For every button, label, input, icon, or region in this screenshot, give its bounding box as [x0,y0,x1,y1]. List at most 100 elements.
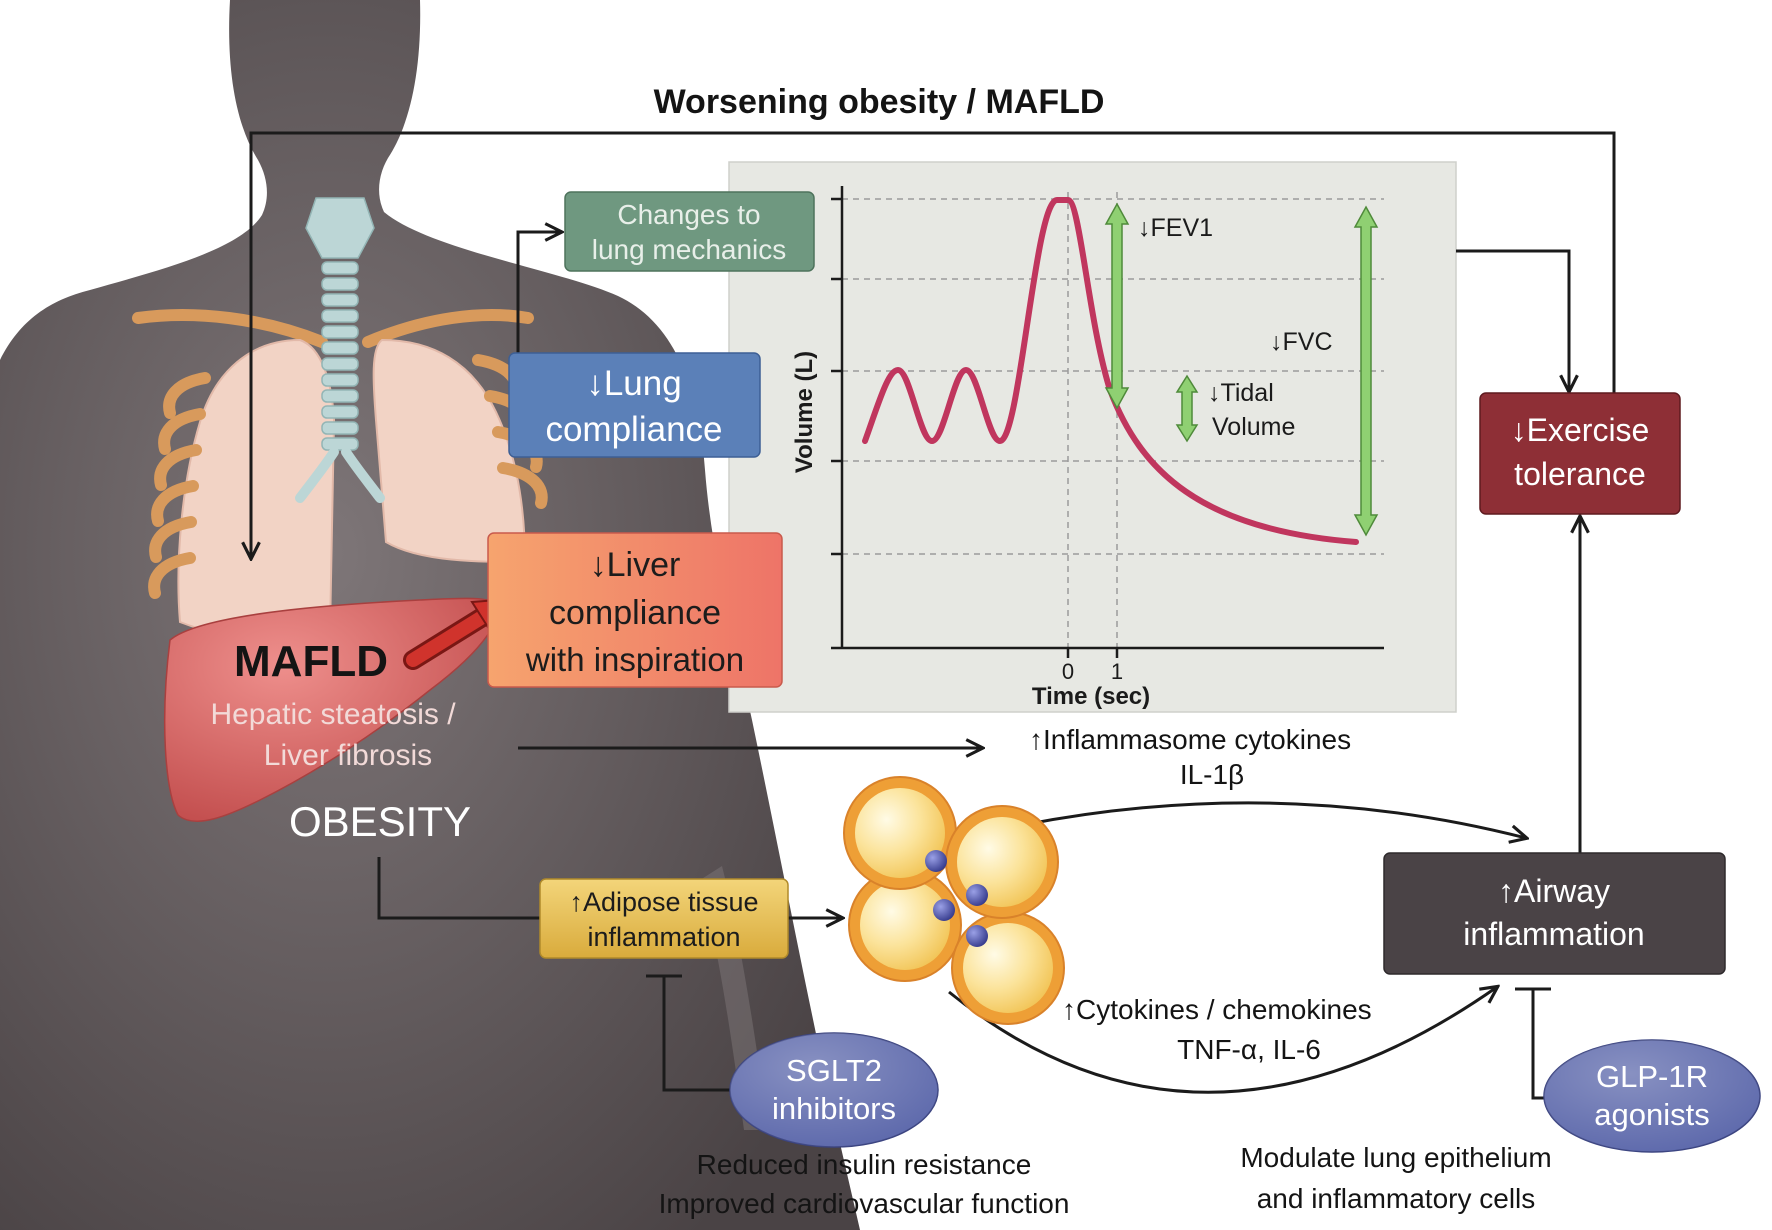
glp1-effect-1: Modulate lung epithelium [1240,1142,1551,1173]
airway-line-2: inflammation [1463,916,1644,952]
exercise-line-1: ↓Exercise [1511,412,1650,448]
adipocyte-cluster [843,776,1065,1025]
right-clavicle [362,309,534,348]
sglt2-ellipse-shine [730,1033,938,1147]
inflammasome-label: ↑Inflammasome cytokines [1029,724,1351,755]
rib [148,552,196,599]
lung-compliance-line-2: compliance [545,410,722,449]
glp1-effect-2: and inflammatory cells [1257,1183,1536,1214]
trachea-ring [321,373,359,387]
sglt2-inhibitors-ellipse: SGLT2 inhibitors [729,1032,939,1148]
left-ribs [148,372,211,599]
glp1r-agonists-ellipse: GLP-1R agonists [1543,1039,1761,1153]
trachea-ring [321,309,359,323]
trachea-ring [321,325,359,339]
spirometry-panel: 0 1 Time (sec) Volume (L) ↓FEV1 ↓Tidal V… [728,161,1457,713]
lung-mechanics-line-1: Changes to [617,199,760,230]
cytokine-curved-arrow [948,987,1497,1094]
rib [497,462,548,509]
lung-mechanics-box-bg [564,191,815,272]
rib [154,444,202,491]
glp1-line-1: GLP-1R [1596,1059,1708,1094]
adipose-inflammation-box-bg [539,878,789,959]
hepatic-steatosis-label: Hepatic steatosis / [210,698,456,731]
lung-compliance-line-1: ↓Lung [586,364,681,403]
rib [151,480,199,527]
rib [163,372,211,419]
cytokines-label: ↑Cytokines / chemokines [1062,994,1372,1025]
adipose-line-2: inflammation [587,922,740,952]
adipose-inflammation-box: ↑Adipose tissue inflammation [539,878,789,959]
obesity-label: OBESITY [289,798,471,845]
trachea-ring [321,421,359,435]
spirometry-to-exercise-arrow [1456,249,1569,391]
compliance-to-mechanics-arrow [516,232,561,353]
airway-line-1: ↑Airway [1498,873,1610,909]
fvc-label: ↓FVC [1270,328,1333,356]
glp1-ellipse-shine [1544,1040,1760,1152]
trachea-ring [321,389,359,403]
airway-inflammation-box-bg [1383,852,1726,975]
trachea-ring [321,437,359,451]
glp1-line-2: agonists [1594,1097,1709,1132]
liver-compliance-line-2: compliance [549,594,721,632]
lung-compliance-box: ↓Lung compliance [508,352,761,458]
adipocyte-nucleus [933,899,955,921]
spirometry-background [728,161,1457,713]
x-tick-label-1: 1 [1111,659,1123,684]
fvc-arrow [1353,205,1379,537]
sglt2-inhibition-line [662,976,730,1092]
mafld-label: MAFLD [234,637,388,686]
liver-fibrosis-label: Liver fibrosis [264,739,432,772]
airway-inflammation-box: ↑Airway inflammation [1383,852,1726,975]
x-axis-label: Time (sec) [1032,683,1150,710]
adipose-line-1: ↑Adipose tissue [569,887,758,917]
tidal-label: ↓Tidal [1208,379,1274,407]
exercise-line-2: tolerance [1514,456,1646,492]
diagram-title: Worsening obesity / MAFLD [654,83,1105,121]
x-tick-label-0: 0 [1062,659,1074,684]
spirometry-curve [862,197,1359,545]
left-clavicle [132,309,328,348]
il1b-curved-arrow [1022,801,1526,838]
il1b-label: IL-1β [1180,759,1244,790]
thyroid-cartilage [305,197,375,259]
volume-label: Volume [1212,413,1295,441]
adipocyte [945,805,1059,919]
liver-compliance-line-1: ↓Liver [590,546,681,584]
tnf-il6-label: TNF-α, IL-6 [1177,1034,1321,1065]
worsening-feedback-arrow [251,131,1616,558]
trachea-ring [321,405,359,419]
glp1-inhibition-line [1531,989,1544,1100]
sglt2-line-2: inhibitors [772,1091,896,1126]
liver-compliance-box-bg [487,532,783,688]
liver-compliance-line-3: with inspiration [525,641,744,678]
obesity-to-adipose-line [377,857,540,920]
trachea-ring [321,261,359,275]
exercise-tolerance-box-bg [1479,392,1681,515]
lung-mechanics-box: Changes to lung mechanics [564,191,815,272]
fev1-arrow [1104,202,1130,410]
fev1-label: ↓FEV1 [1138,214,1213,242]
sglt2-effect-1: Reduced insulin resistance [697,1149,1032,1180]
trachea-ring [321,357,359,371]
adipocyte-nucleus [925,850,947,872]
trachea [295,197,385,503]
trachea-ring [321,293,359,307]
lung-mechanics-line-2: lung mechanics [592,234,787,265]
lung-compliance-box-bg [508,352,761,458]
adipocyte-nucleus [966,925,988,947]
tidal-volume-arrow [1175,374,1199,443]
adipocyte [848,868,962,982]
rib [158,408,206,455]
liver-compliance-box: ↓Liver compliance with inspiration [487,532,783,688]
rib [149,516,197,563]
trachea-ring [321,341,359,355]
exercise-tolerance-box: ↓Exercise tolerance [1479,392,1681,515]
left-bronchus [295,447,339,503]
right-bronchus [341,447,385,503]
adipocyte-nucleus [966,884,988,906]
sglt2-line-1: SGLT2 [786,1053,882,1088]
sglt2-effect-2: Improved cardiovascular function [659,1188,1070,1219]
